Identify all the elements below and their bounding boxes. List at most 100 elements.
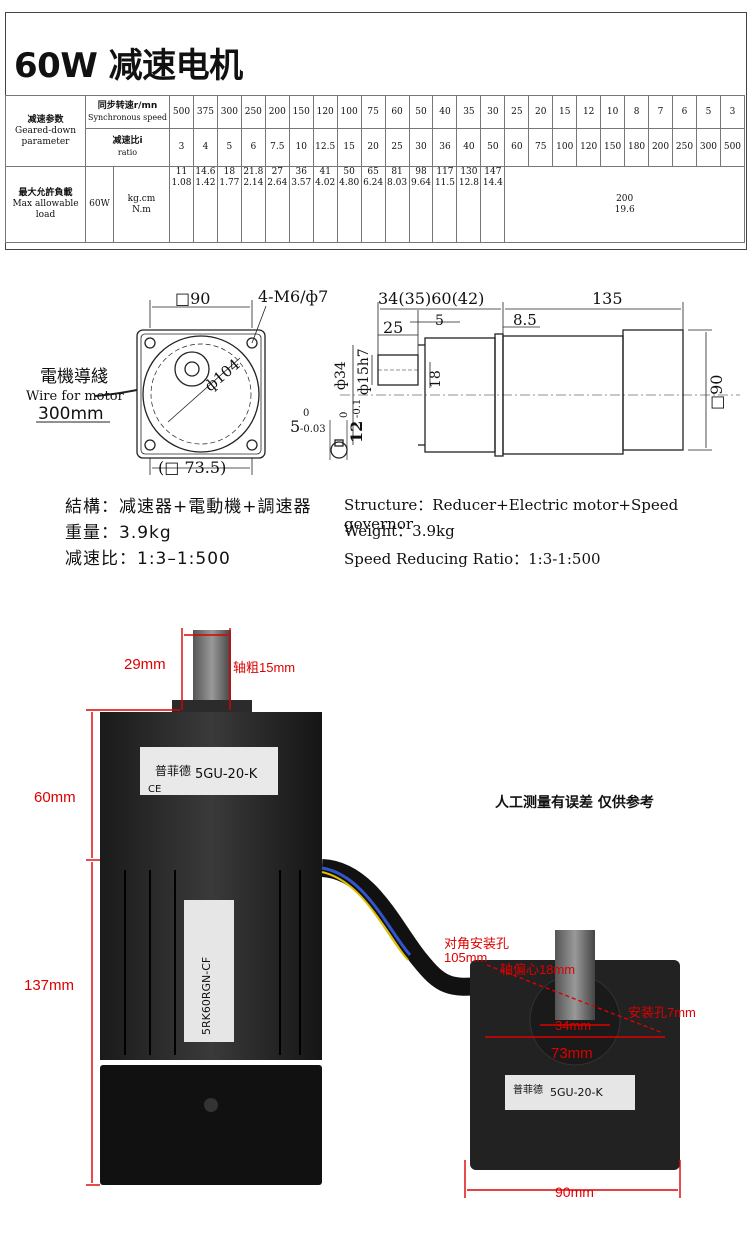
speed-cell: 300 [216, 95, 242, 129]
small-shaft [555, 930, 595, 1020]
ratio-cell: 50 [480, 128, 506, 167]
ratio-cell: 60 [504, 128, 530, 167]
dim-sq90: □90 [175, 289, 210, 308]
gear-model: 5GU-20-K [195, 767, 258, 782]
ratio-cell: 4 [192, 128, 218, 167]
speed-cell: 150 [288, 95, 314, 129]
ratio-en: Speed Reducing Ratio：1:3-1:500 [344, 550, 601, 568]
speed-cell: 40 [432, 95, 458, 129]
speed-cell: 15 [552, 95, 578, 129]
dimension-drawing: □90 4-M6/ф7 ф104 電機導綫 Wire for motor 300… [26, 287, 740, 477]
governor-cap [100, 1065, 322, 1185]
gear-length-label: 60mm [34, 789, 76, 806]
ratio-cell: 40 [456, 128, 482, 167]
small-model: 5GU-20-K [550, 1086, 604, 1099]
ratio-cell: 20 [360, 128, 386, 167]
structure-cn: 結構：减速器+電動機+調速器 [65, 497, 312, 517]
ratio-cell: 180 [624, 128, 650, 167]
speed-cell: 7 [648, 95, 674, 129]
ratio-cell: 120 [576, 128, 602, 167]
speed-cell: 3 [719, 95, 746, 129]
ratio-cell: 15 [336, 128, 362, 167]
ratio-cell: 250 [672, 128, 697, 167]
ratio-cell: 300 [695, 128, 721, 167]
measure-note: 人工测量有误差 仅供参考 [495, 795, 654, 811]
ratio-cn: 减速比：1:3–1:500 [65, 549, 231, 569]
dim-90: □90 [707, 375, 726, 410]
dim-dia15: ф15h7 [356, 348, 372, 395]
speed-cell: 5 [695, 95, 721, 129]
speed-cell: 200 [264, 95, 290, 129]
speed-cell: 120 [312, 95, 338, 129]
gear-brand: 普菲德 [155, 763, 191, 778]
dim-holes: 4-M6/ф7 [258, 287, 328, 306]
diag-hole-label: 对角安装孔 [444, 936, 510, 951]
weight-cn: 重量：3.9kg [65, 523, 172, 543]
gearbox-label [140, 747, 278, 795]
speed-cell: 250 [240, 95, 266, 129]
speed-cell: 50 [408, 95, 434, 129]
speed-cell: 100 [336, 95, 362, 129]
gear-ce: CE [148, 784, 161, 795]
ratio-cell: 150 [600, 128, 626, 167]
page-title: 60W 减速电机 [14, 46, 243, 86]
ratio-cell: 75 [528, 128, 554, 167]
key-5-tol-lower: -0.03 [300, 424, 326, 435]
dim-18: 18 [428, 370, 444, 388]
shaft-length-label: 29mm [124, 656, 166, 673]
wire-label-en: Wire for motor [26, 389, 125, 404]
dim-73mm: 73mm [551, 1045, 593, 1062]
speed-cell: 25 [504, 95, 530, 129]
dim-top: 34(35)60(42) [378, 289, 484, 308]
speed-cell: 75 [360, 95, 386, 129]
ratio-cell: 7.5 [264, 128, 290, 167]
weight-en: Weight：3.9kg [344, 522, 455, 540]
diag-hole-value: 105mm [444, 950, 488, 965]
ratio-cell: 25 [384, 128, 410, 167]
ratio-cell: 100 [552, 128, 578, 167]
product-photo: 普菲德 5GU-20-K CE 5RK60RGN-CF 普菲德 5GU-20-K [86, 628, 681, 1198]
wire-label-cn: 電機導綫 [40, 367, 108, 387]
dim-dia34: ф34 [333, 361, 349, 390]
ratio-cell: 6 [240, 128, 266, 167]
key-5: 5 [290, 417, 300, 436]
power-cell: 60W [85, 166, 114, 243]
key-12-tol-upper: 0 [339, 412, 350, 418]
ratio-cell: 3 [169, 128, 194, 167]
speed-cell: 375 [192, 95, 218, 129]
speed-cell: 10 [600, 95, 626, 129]
motor-label [184, 900, 234, 1042]
ratio-cell: 5 [216, 128, 242, 167]
dim-90mm: 90mm [555, 1184, 594, 1200]
dim-8-5: 8.5 [513, 311, 537, 329]
key-5-tol-upper: 0 [303, 408, 309, 419]
speed-cell: 500 [169, 95, 194, 129]
speed-cell: 8 [624, 95, 650, 129]
offset-label: 轴偏心18mm [500, 962, 576, 977]
dim-sq735: (□ 73.5) [158, 458, 226, 477]
motor-length-label: 137mm [24, 977, 75, 994]
dim-135: 135 [592, 289, 623, 308]
front-view [136, 329, 266, 459]
key-12-tol-lower: -0.1 [352, 399, 363, 418]
speed-cell: 12 [576, 95, 602, 129]
key-12: 12 [347, 421, 366, 443]
ratio-cell: 500 [719, 128, 746, 167]
